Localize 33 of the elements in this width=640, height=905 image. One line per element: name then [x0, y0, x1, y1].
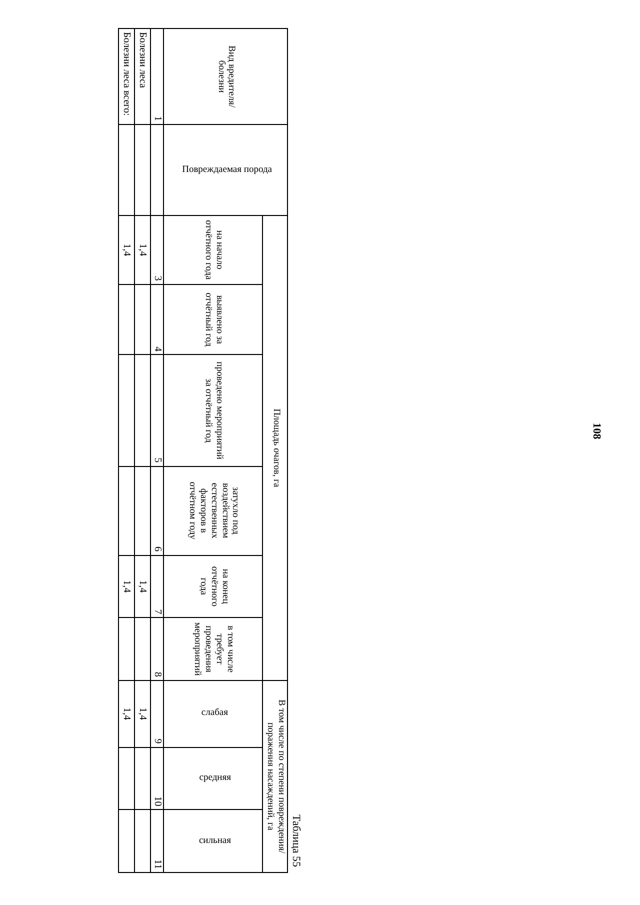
column-header: затухло под воздействием естественных факторов в отчётном году: [186, 482, 240, 540]
table-value: 1,4: [137, 707, 148, 720]
column-header: сильная: [199, 836, 232, 847]
column-number: 10: [152, 796, 163, 806]
column-number: 6: [152, 546, 163, 552]
column-header: на конец отчётного года: [198, 566, 230, 606]
column-header: Вид вредителя/болезни: [216, 46, 236, 108]
column-header: средняя: [199, 772, 231, 784]
column-number: 7: [152, 609, 163, 614]
row-label: Болезни леса всего:: [121, 32, 132, 116]
table-title: Таблица 55: [290, 814, 302, 867]
page-number: 108: [590, 422, 602, 440]
column-number: 1: [152, 116, 163, 122]
column-number: 11: [152, 859, 163, 869]
row-label: Болезни леса: [137, 32, 148, 88]
column-number: 8: [152, 672, 163, 677]
table-value: 1,4: [121, 580, 132, 593]
column-header: слабая: [202, 708, 228, 720]
table-value: 1,4: [121, 707, 132, 720]
column-number: 4: [152, 346, 163, 352]
table-value: 1,4: [121, 244, 132, 256]
table-value: 1,4: [137, 244, 148, 256]
column-number: 3: [152, 276, 163, 281]
column-header: Площадь очагов, га: [270, 408, 281, 488]
column-header: проведено мероприятий за отчётный год: [203, 362, 224, 460]
column-number: 9: [152, 738, 163, 744]
column-header: в том числе требует проведения мероприятий: [192, 622, 235, 676]
column-header: на начало отчётного года: [203, 220, 224, 280]
column-header: Повреждаемая порода: [182, 164, 272, 176]
column-header: В том числе по степени повреждения/поражения насаждений, га: [265, 700, 286, 854]
table-value: 1,4: [137, 580, 148, 593]
column-number: 5: [152, 458, 163, 463]
column-header: выявлено за отчётный год: [203, 292, 224, 346]
